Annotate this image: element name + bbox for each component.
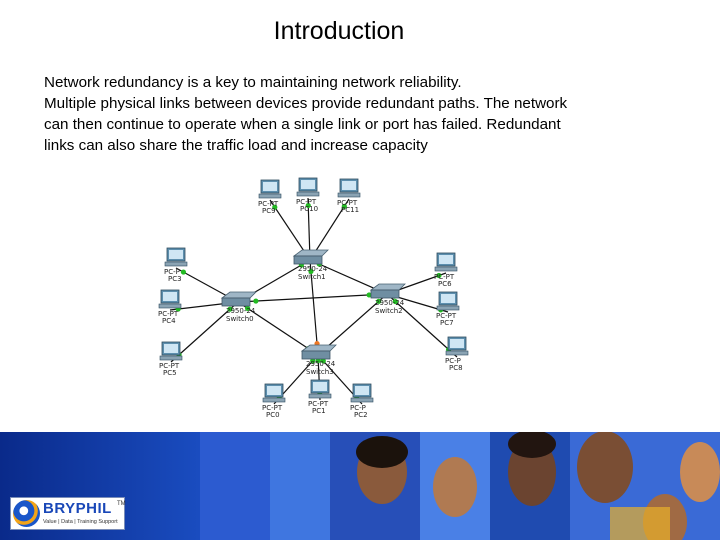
pc-screen [342,181,356,190]
pc-keyboard [259,194,281,198]
pc-keyboard [159,304,181,308]
switch-front [302,351,330,359]
pc-name-label: PC0 [266,411,280,419]
logo-brand: BRYPHIL [43,500,112,517]
switch-name-label: Switch3 [306,368,334,376]
switch-model-label: 2950-24 [375,299,405,307]
pc-screen [263,182,277,191]
switch-model-label: 2950-24 [306,360,336,368]
pc-screen [301,180,315,189]
switch-name-label: Switch1 [298,273,326,281]
pc-screen [450,339,464,348]
pc-name-label: PC6 [438,280,452,288]
intro-line-2: Multiple physical links between devices … [44,93,644,114]
pc-name-label: PC4 [162,317,176,325]
pc-name-label: PC3 [168,275,182,283]
pc-name-label: PC10 [300,205,318,213]
pc-pc0: PC-PTPC0 [262,384,285,419]
pc-screen [169,250,183,259]
pc-keyboard [297,192,319,196]
switch-top [294,250,328,256]
intro-paragraph: Network redundancy is a key to maintaini… [44,72,644,156]
port-light [253,298,258,303]
switch-sw1: 2950-24Switch1 [294,250,328,281]
intro-line-4: links can also share the traffic load an… [44,135,644,156]
logo-tagline: Value | Data | Training Support [43,519,118,525]
pc-pc8: PC-PPC8 [445,337,468,372]
pc-keyboard [160,356,182,360]
switch-model-label: 2950-24 [226,307,256,315]
pc-name-label: PC2 [354,411,368,419]
port-light [181,269,186,274]
pc-keyboard [165,262,187,266]
switch-name-label: Switch0 [226,315,254,323]
pc-pc11: PC-PTPC11 [337,179,360,214]
pc-keyboard [446,351,468,355]
pc-pc5: PC-PTPC5 [159,342,182,377]
pc-name-label: PC5 [163,369,177,377]
pc-screen [163,292,177,301]
switch-front [222,298,250,306]
pc-keyboard [263,398,285,402]
pc-name-label: PC9 [262,207,276,215]
pc-name-label: PC7 [440,319,454,327]
intro-line-3: can then continue to operate when a sing… [44,114,644,135]
logo-globe-icon [13,500,40,527]
pc-name-label: PC11 [341,206,359,214]
pc-screen [355,386,369,395]
pc-keyboard [437,306,459,310]
pc-screen [441,294,455,303]
switch-name-label: Switch2 [375,307,403,315]
pc-screen [313,382,327,391]
pc-keyboard [435,267,457,271]
intro-line-1: Network redundancy is a key to maintaini… [44,72,644,93]
switch-model-label: 2950-24 [298,265,328,273]
pc-name-label: PC8 [449,364,463,372]
switch-top [371,284,405,290]
pc-screen [439,255,453,264]
switch-top [302,345,336,351]
switch-front [294,256,322,264]
logo-trademark: TM [117,501,126,507]
bryphil-logo: BRYPHIL TM Value | Data | Training Suppo… [10,497,125,530]
network-topology-diagram: 2950-24Switch02950-24Switch12950-24Switc… [150,170,490,432]
pc-keyboard [351,398,373,402]
switch-front [371,290,399,298]
pc-screen [267,386,281,395]
photo-banner: BRYPHIL TM Value | Data | Training Suppo… [0,432,720,540]
pc-name-label: PC1 [312,407,326,415]
pc-screen [164,344,178,353]
pc-keyboard [338,193,360,197]
switch-top [222,292,256,298]
slide-title: Introduction [0,17,678,46]
pc-keyboard [309,394,331,398]
